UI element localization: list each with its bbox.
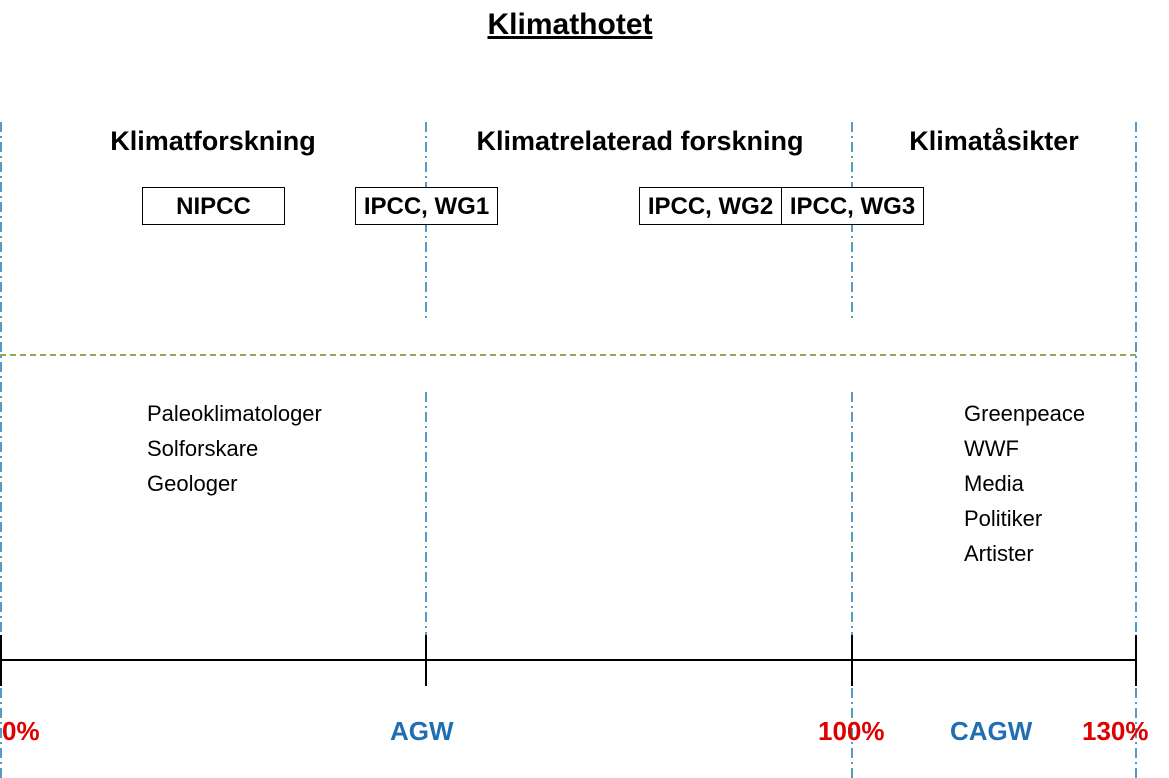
list-item: Geologer xyxy=(147,471,238,496)
list-item: Greenpeace xyxy=(964,401,1086,426)
axis-label-cagw: CAGW xyxy=(950,716,1033,746)
list-item: WWF xyxy=(964,436,1019,461)
list-item: Politiker xyxy=(964,506,1043,531)
list-item: Media xyxy=(964,471,1024,496)
list-item: Artister xyxy=(964,541,1034,566)
box-nipcc: NIPCC xyxy=(142,187,285,225)
axis-label-100-percent: 100% xyxy=(818,716,885,746)
box-ipcc-wg2: IPCC, WG2 xyxy=(639,187,782,225)
section-label-left: Klimatforskning xyxy=(110,126,316,156)
list-item: Paleoklimatologer xyxy=(147,401,322,426)
box-ipcc-wg3: IPCC, WG3 xyxy=(781,187,924,225)
diagram-title: Klimathotet xyxy=(487,8,653,41)
axis-label-agw: AGW xyxy=(390,716,454,746)
right-list: Greenpeace WWF Media Politiker Artister xyxy=(964,396,1085,571)
axis-label-130-percent: 130% xyxy=(1082,716,1149,746)
list-item: Solforskare xyxy=(147,436,259,461)
section-label-right: Klimatåsikter xyxy=(909,126,1079,156)
axis-label-0-percent: 0% xyxy=(2,716,40,746)
section-label-middle: Klimatrelaterad forskning xyxy=(476,126,804,156)
left-list: Paleoklimatologer Solforskare Geologer xyxy=(147,396,322,501)
box-ipcc-wg1: IPCC, WG1 xyxy=(355,187,498,225)
